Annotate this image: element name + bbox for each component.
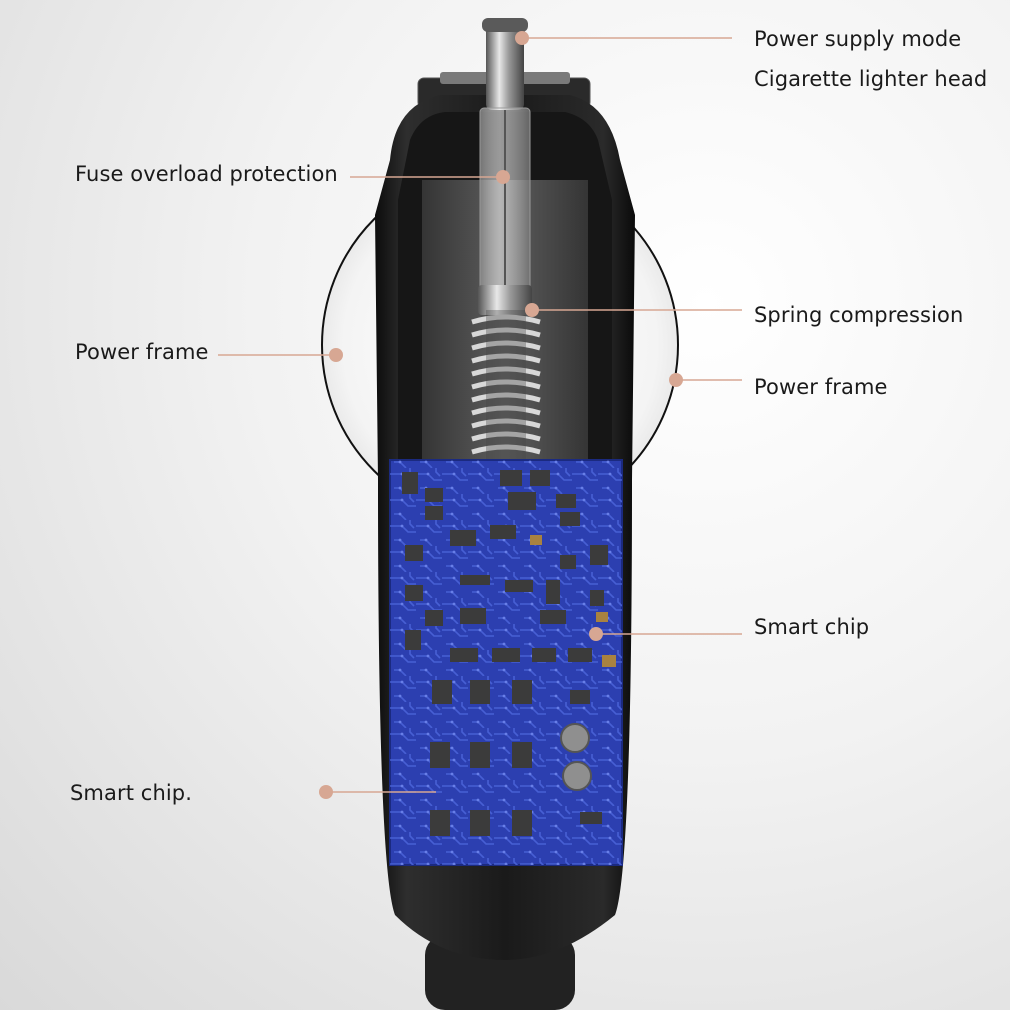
label-smart-chip-right: Smart chip: [754, 615, 870, 639]
fuse-cap: [478, 285, 532, 315]
callout-dot-chip-left: [319, 785, 333, 799]
center-pin: [486, 20, 524, 110]
circuit-traces: [390, 460, 622, 865]
pin-tip: [482, 18, 528, 32]
callout-dot-fuse: [496, 170, 510, 184]
label-power-frame-right: Power frame: [754, 375, 888, 399]
label-power-supply-mode: Power supply mode: [754, 27, 962, 51]
label-power-frame-left: Power frame: [75, 340, 209, 364]
label-cigarette-lighter-head: Cigarette lighter head: [754, 67, 988, 91]
callout-dot-spring: [525, 303, 539, 317]
callout-dot-frame-left: [329, 348, 343, 362]
pcb-components: [402, 470, 616, 836]
label-fuse-overload-protection: Fuse overload protection: [75, 162, 338, 186]
spring-core: [486, 310, 526, 460]
spring: [471, 314, 541, 455]
callout-dot-chip-right: [589, 627, 603, 641]
label-smart-chip-left: Smart chip.: [70, 781, 192, 805]
callout-dot-power-supply: [515, 31, 529, 45]
callout-dot-frame-right: [669, 373, 683, 387]
callouts: [218, 31, 742, 799]
label-spring-compression: Spring compression: [754, 303, 964, 327]
